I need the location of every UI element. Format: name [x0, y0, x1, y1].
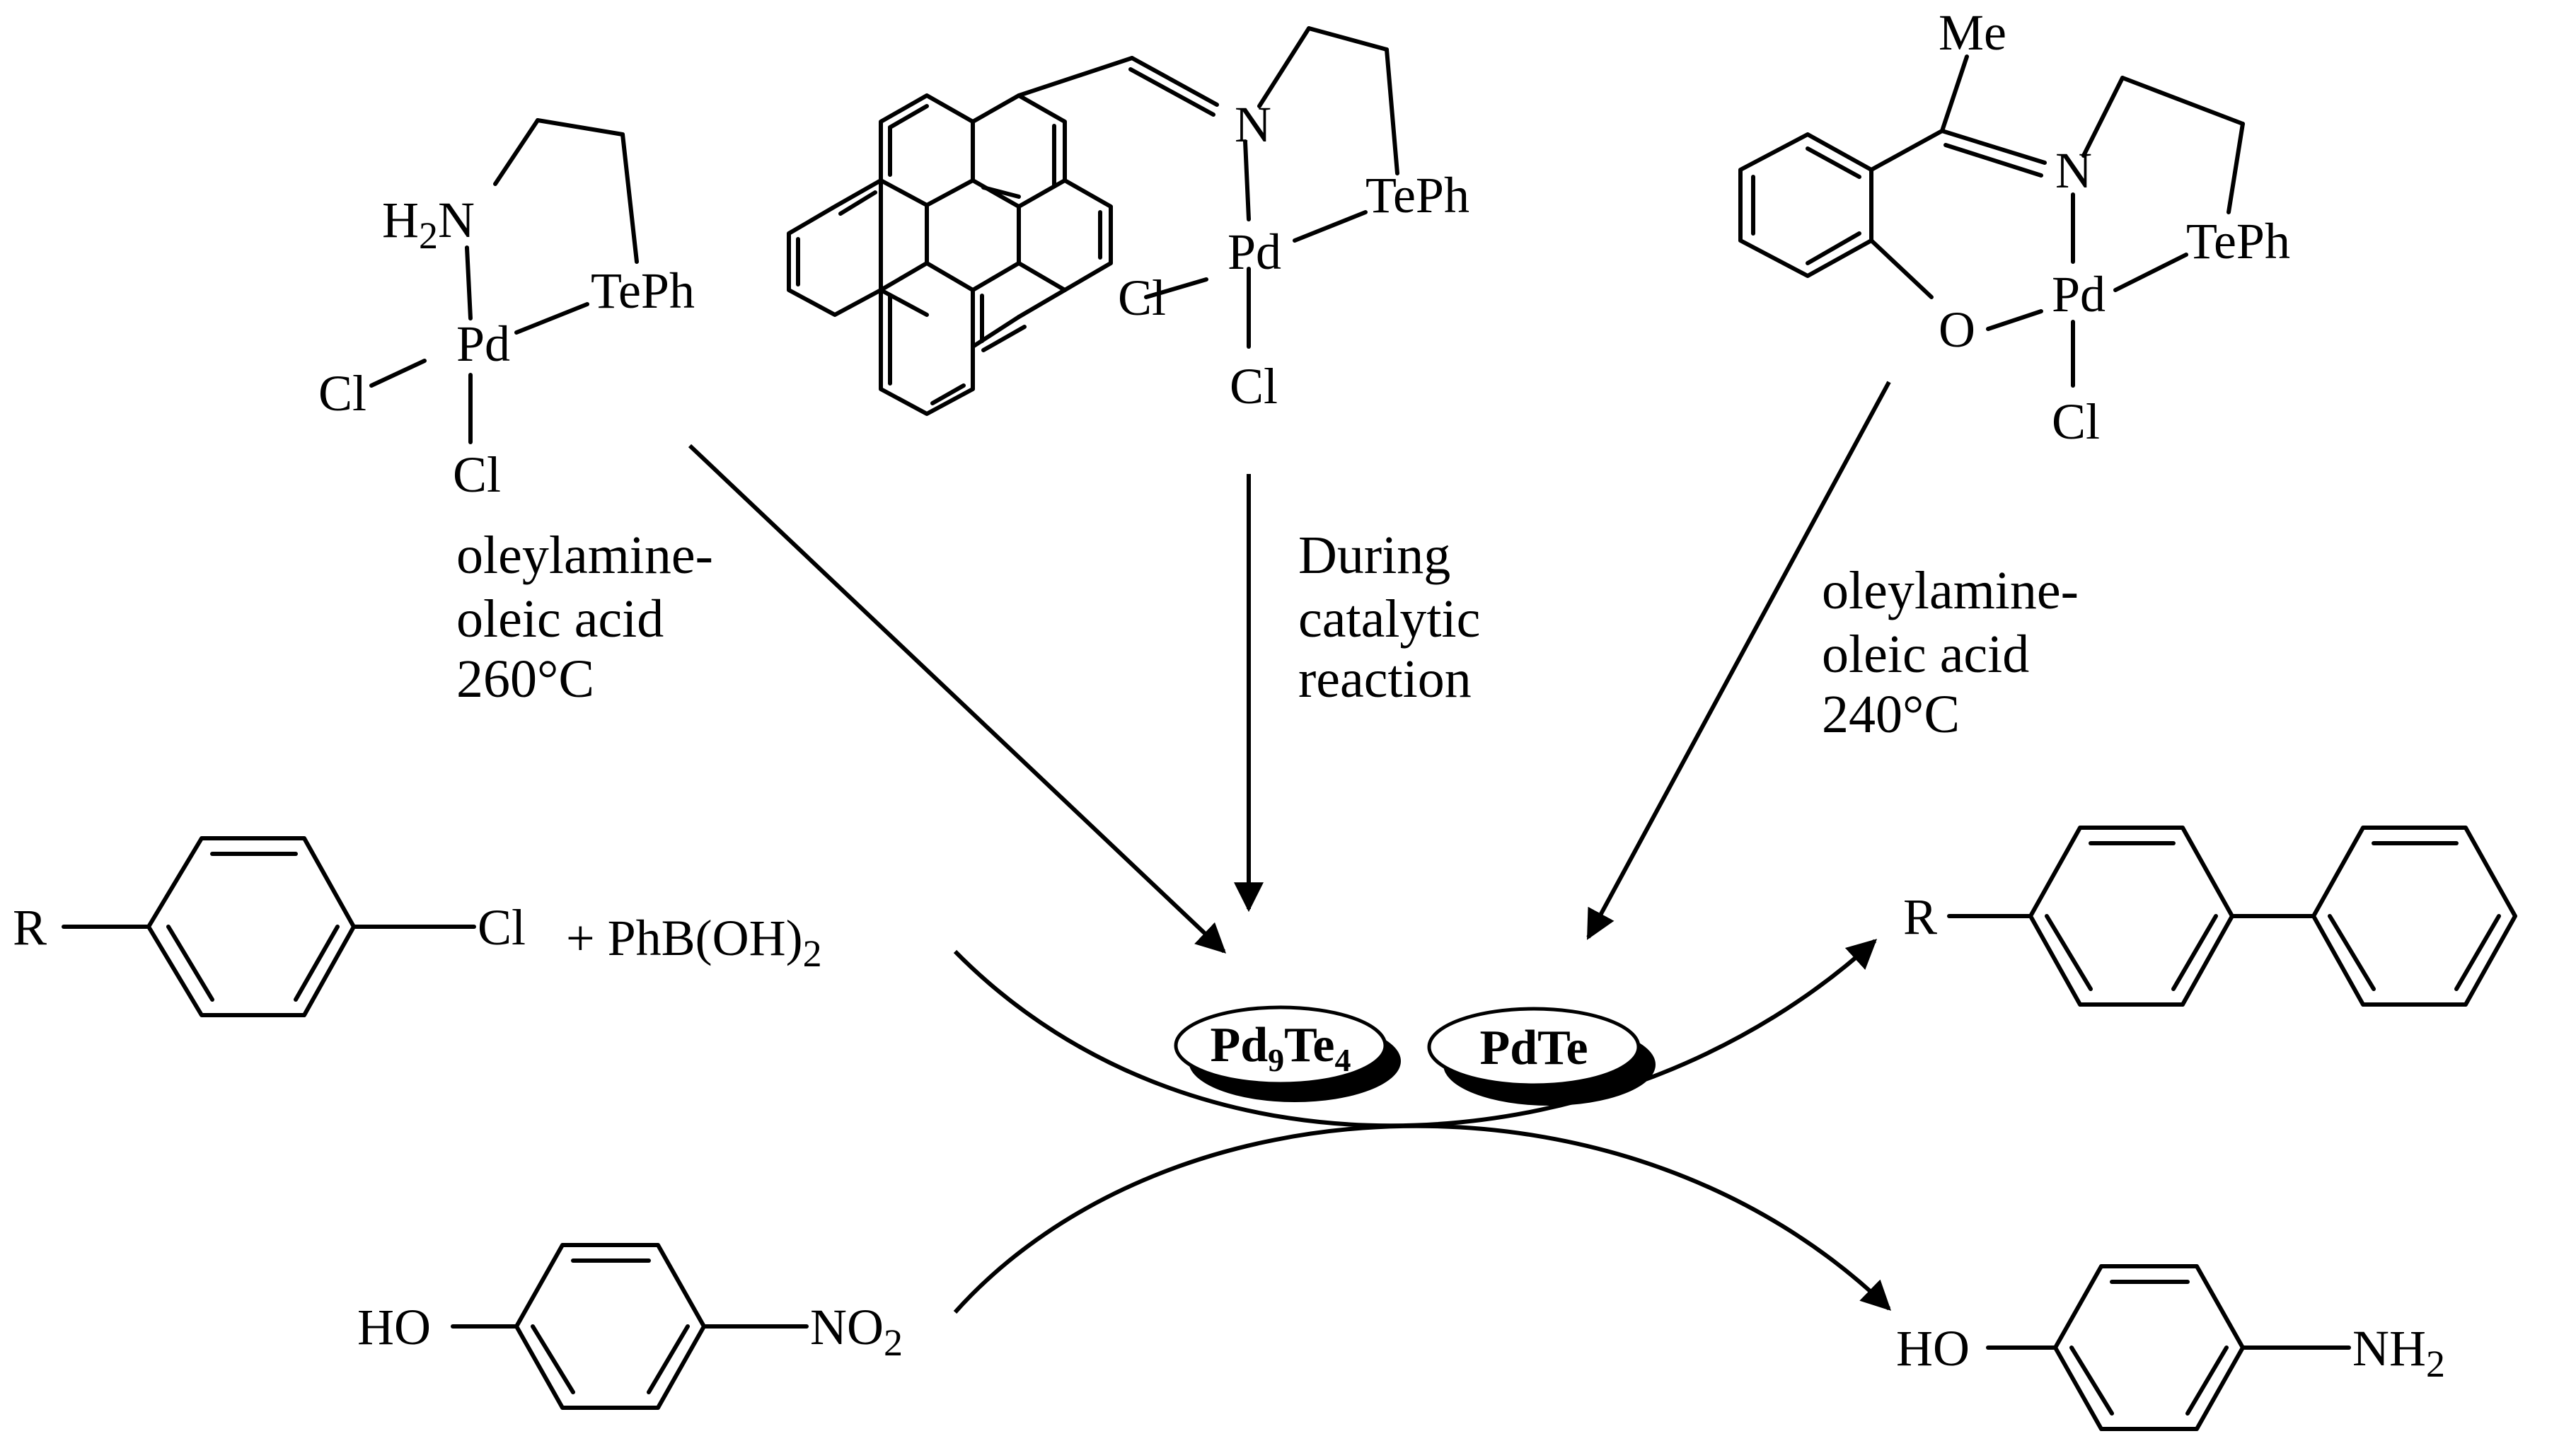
r-left: R — [13, 899, 47, 956]
complex-1: H2N TePh Pd Cl Cl — [318, 118, 695, 503]
c3-pd: Pd — [2052, 266, 2106, 323]
biaryl-product: R — [1903, 826, 2517, 1007]
conditions-right: oleylamine- oleic acid 240°C — [1822, 561, 2092, 744]
reduction-arc-arrow — [953, 1123, 1892, 1314]
c1-tephe: TePh — [591, 262, 695, 319]
catalyst-pd9te4: Pd9Te4 — [1174, 1005, 1401, 1102]
c2-cl-left: Cl — [1118, 270, 1166, 326]
c2-pd: Pd — [1228, 224, 1281, 280]
c2-cl-bottom: Cl — [1230, 358, 1278, 415]
complex-2: N TePh Pd Cl Cl — [787, 26, 1469, 416]
c2-tephe: TePh — [1365, 167, 1469, 224]
catalyst-pdte: PdTe — [1427, 1007, 1656, 1106]
c2-n: N — [1235, 96, 1271, 153]
ho-left: HO — [357, 1299, 431, 1355]
c3-n: N — [2055, 142, 2092, 199]
c1-cl-left: Cl — [318, 365, 366, 422]
c3-o: O — [1939, 301, 1975, 358]
pyrene-ring — [787, 93, 1113, 416]
plus-phenylboronic-acid: + PhB(OH)2 — [566, 910, 822, 975]
conditions-left: oleylamine- oleic acid 260°C — [456, 526, 727, 709]
c1-cl-bottom: Cl — [453, 446, 501, 503]
c1-amine-h: H2N — [382, 192, 475, 257]
amino-group: NH2 — [2352, 1320, 2445, 1385]
pdte-label: PdTe — [1479, 1021, 1588, 1075]
aminophenol: HO NH2 — [1896, 1264, 2445, 1431]
ho-right: HO — [1896, 1320, 1970, 1377]
conditions-middle: During catalytic reaction — [1298, 526, 1494, 709]
nitro-group: NO2 — [810, 1299, 903, 1364]
c3-cl: Cl — [2052, 393, 2100, 450]
cl-left: Cl — [478, 899, 526, 956]
complex-3: Me N TePh O Pd Cl — [1738, 4, 2290, 450]
r-right: R — [1903, 889, 1937, 945]
c3-tephe: TePh — [2186, 213, 2290, 270]
aryl-chloride: R Cl — [13, 836, 526, 1017]
catalytic-arrows — [953, 939, 1892, 1314]
c3-me: Me — [1939, 4, 2006, 61]
complex-1-bonds — [369, 118, 639, 444]
nitrophenol: HO NO2 — [357, 1243, 903, 1410]
c1-pd: Pd — [456, 316, 510, 372]
pd9te4-label: Pd9Te4 — [1210, 1018, 1351, 1078]
condition-arrows — [688, 381, 1891, 954]
suzuki-arc-arrow — [953, 939, 1878, 1128]
complex-3-bonds — [1738, 54, 2245, 388]
imine-chain — [1017, 26, 1399, 349]
